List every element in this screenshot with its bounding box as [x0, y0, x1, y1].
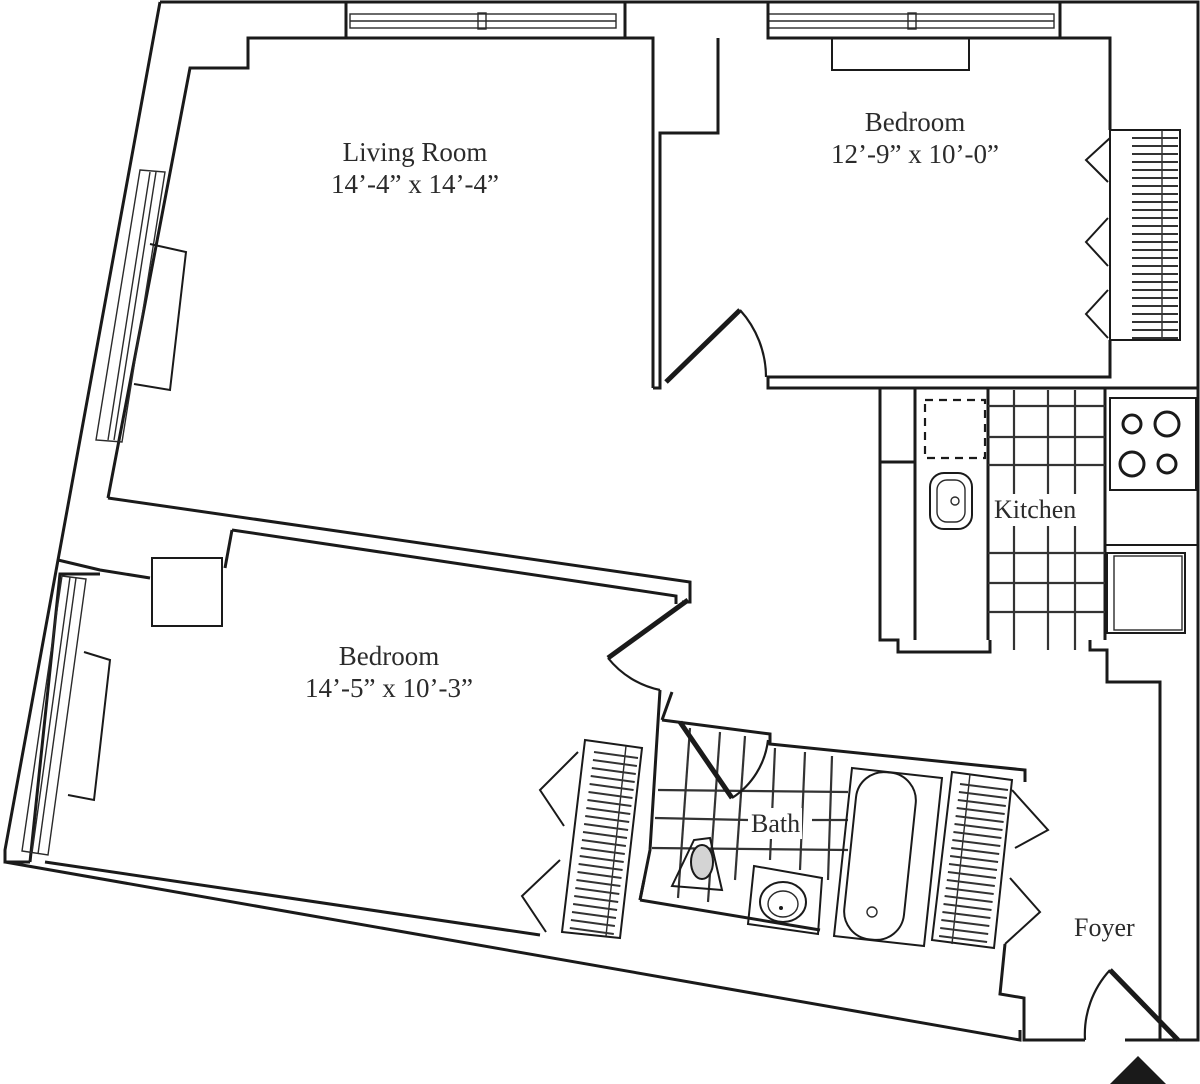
- closet-bedroom-1: [1084, 129, 1181, 341]
- room-label-bedroom-2: Bedroom 14’-5” x 10’-3”: [274, 640, 504, 705]
- room-dimensions: 14’-4” x 14’-4”: [331, 169, 499, 200]
- room-label-foyer: Foyer: [1074, 913, 1135, 942]
- room-name: Bedroom: [338, 641, 440, 671]
- room-dimensions: 12’-9” x 10’-0”: [831, 139, 999, 170]
- kitchen-floor-tiles: [988, 390, 1105, 650]
- bedroom-1-walls: [653, 36, 1198, 390]
- entry-door: [1083, 968, 1180, 1042]
- window-bedroom1-top: [766, 2, 1062, 40]
- closet-foyer: [930, 770, 1050, 950]
- bath-walls: [638, 718, 1027, 932]
- room-label-kitchen: Kitchen: [992, 494, 1079, 526]
- bathtub: [832, 766, 944, 948]
- bath-floor-tiles: [651, 727, 849, 903]
- room-label-bath: Bath: [749, 808, 803, 840]
- kitchen-walls: [878, 388, 1162, 1040]
- bedroom-2-walls: [4, 496, 1022, 1042]
- window-living-top: [349, 12, 617, 30]
- bathroom-sink: [746, 864, 824, 936]
- window-living-left: [95, 169, 188, 443]
- room-name: Bedroom: [864, 107, 966, 137]
- room-name: Living Room: [342, 137, 488, 167]
- stove-4-burner: [1105, 397, 1198, 546]
- closet-bedroom-2: [520, 738, 644, 940]
- bedroom-1-door: [664, 308, 768, 384]
- bath-door: [677, 720, 770, 800]
- room-label-living-room: Living Room 14’-4” x 14’-4”: [300, 136, 530, 201]
- kitchen-sink: [929, 472, 973, 530]
- room-label-bedroom-1: Bedroom 12’-9” x 10’-0”: [800, 106, 1030, 171]
- bedroom-2-door: [606, 597, 690, 692]
- room-dimensions: 14’-5” x 10’-3”: [305, 673, 473, 704]
- north-arrow-icon: [1110, 1056, 1166, 1084]
- foyer-walls: [998, 943, 1085, 1042]
- dishwasher: [1106, 552, 1186, 634]
- toilet: [670, 836, 724, 892]
- refrigerator: [923, 398, 987, 460]
